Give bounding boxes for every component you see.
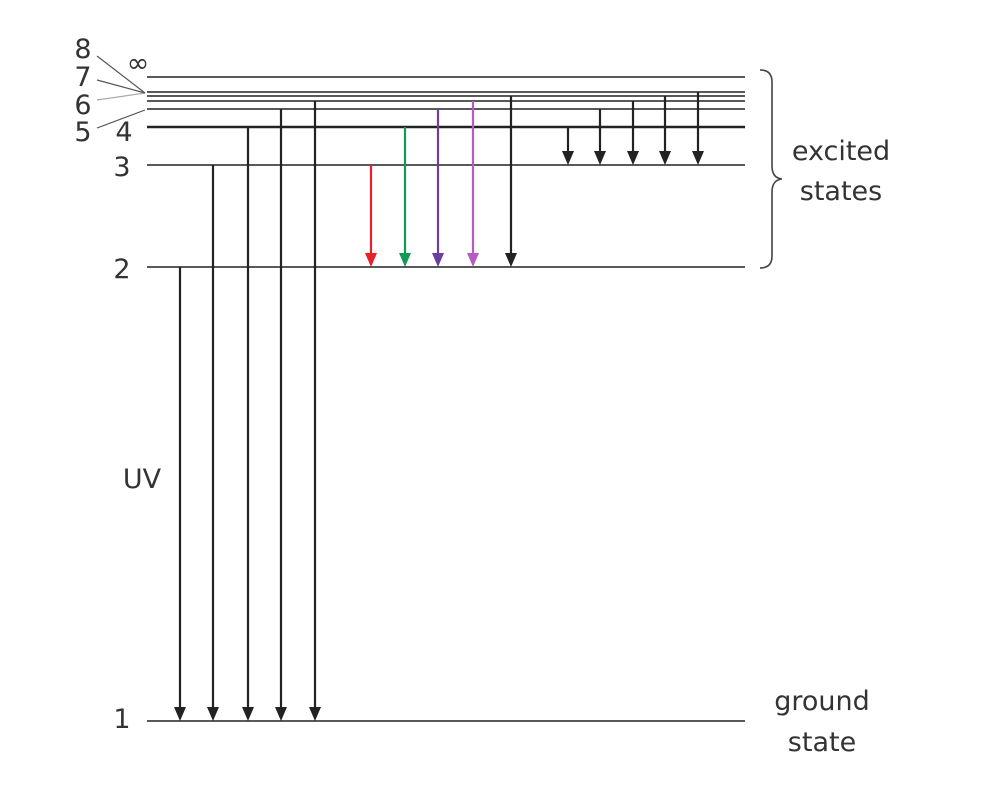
arrow-head [399,253,411,267]
transition-arrow-6-to-2 [467,101,479,267]
transition-arrow-2-to-1 [174,267,186,721]
arrow-head [174,707,186,721]
arrow-head [505,253,517,267]
excited-states-label-line1: excited [792,136,890,167]
level-label-7: 7 [74,62,91,93]
level-label-inf: ∞ [127,48,150,79]
leader-line-6 [96,92,146,101]
transition-arrow-6-to-1 [309,101,321,721]
ground-state-label-line1: ground [774,686,870,717]
level-label-6: 6 [74,90,91,121]
level-label-4: 4 [115,117,132,148]
transition-arrow-3-to-1 [207,165,219,721]
transition-arrow-4-to-1 [242,127,254,721]
ground-state-label-line2: state [788,727,856,758]
arrow-head [275,707,287,721]
transition-arrow-5-to-2 [432,109,444,267]
arrow-head [692,151,704,165]
transition-arrow-4-to-3 [562,127,574,165]
energy-levels [147,76,745,722]
transition-arrow-5-to-1 [275,109,287,721]
arrow-head [242,707,254,721]
arrow-head [594,151,606,165]
arrow-head [365,253,377,267]
excited-states-label-line2: states [800,176,882,207]
level-label-2: 2 [113,254,130,285]
level-label-1: 1 [113,704,130,735]
leader-line-5 [96,109,146,129]
transition-arrow-7-to-3 [659,96,671,165]
label-leader-lines [96,55,146,129]
excited-states-brace [759,69,783,269]
transition-arrow-8-to-3 [692,92,704,165]
arrow-head [659,151,671,165]
transition-arrows [174,92,704,721]
level-label-3: 3 [113,152,130,183]
transition-arrow-4-to-2 [399,127,411,267]
transition-arrow-5-to-3 [594,109,606,165]
leader-line-8 [96,55,146,94]
leader-line-7 [96,79,146,94]
arrow-head [467,253,479,267]
transition-arrow-3-to-2 [365,165,377,267]
level-label-5: 5 [74,117,91,148]
arrow-head [432,253,444,267]
transition-arrow-7-to-2 [505,96,517,267]
level-label-8: 8 [74,34,91,65]
arrow-head [627,151,639,165]
arrow-head [309,707,321,721]
arrow-head [207,707,219,721]
arrow-head [562,151,574,165]
uv-label: UV [123,464,162,495]
transition-arrow-6-to-3 [627,101,639,165]
